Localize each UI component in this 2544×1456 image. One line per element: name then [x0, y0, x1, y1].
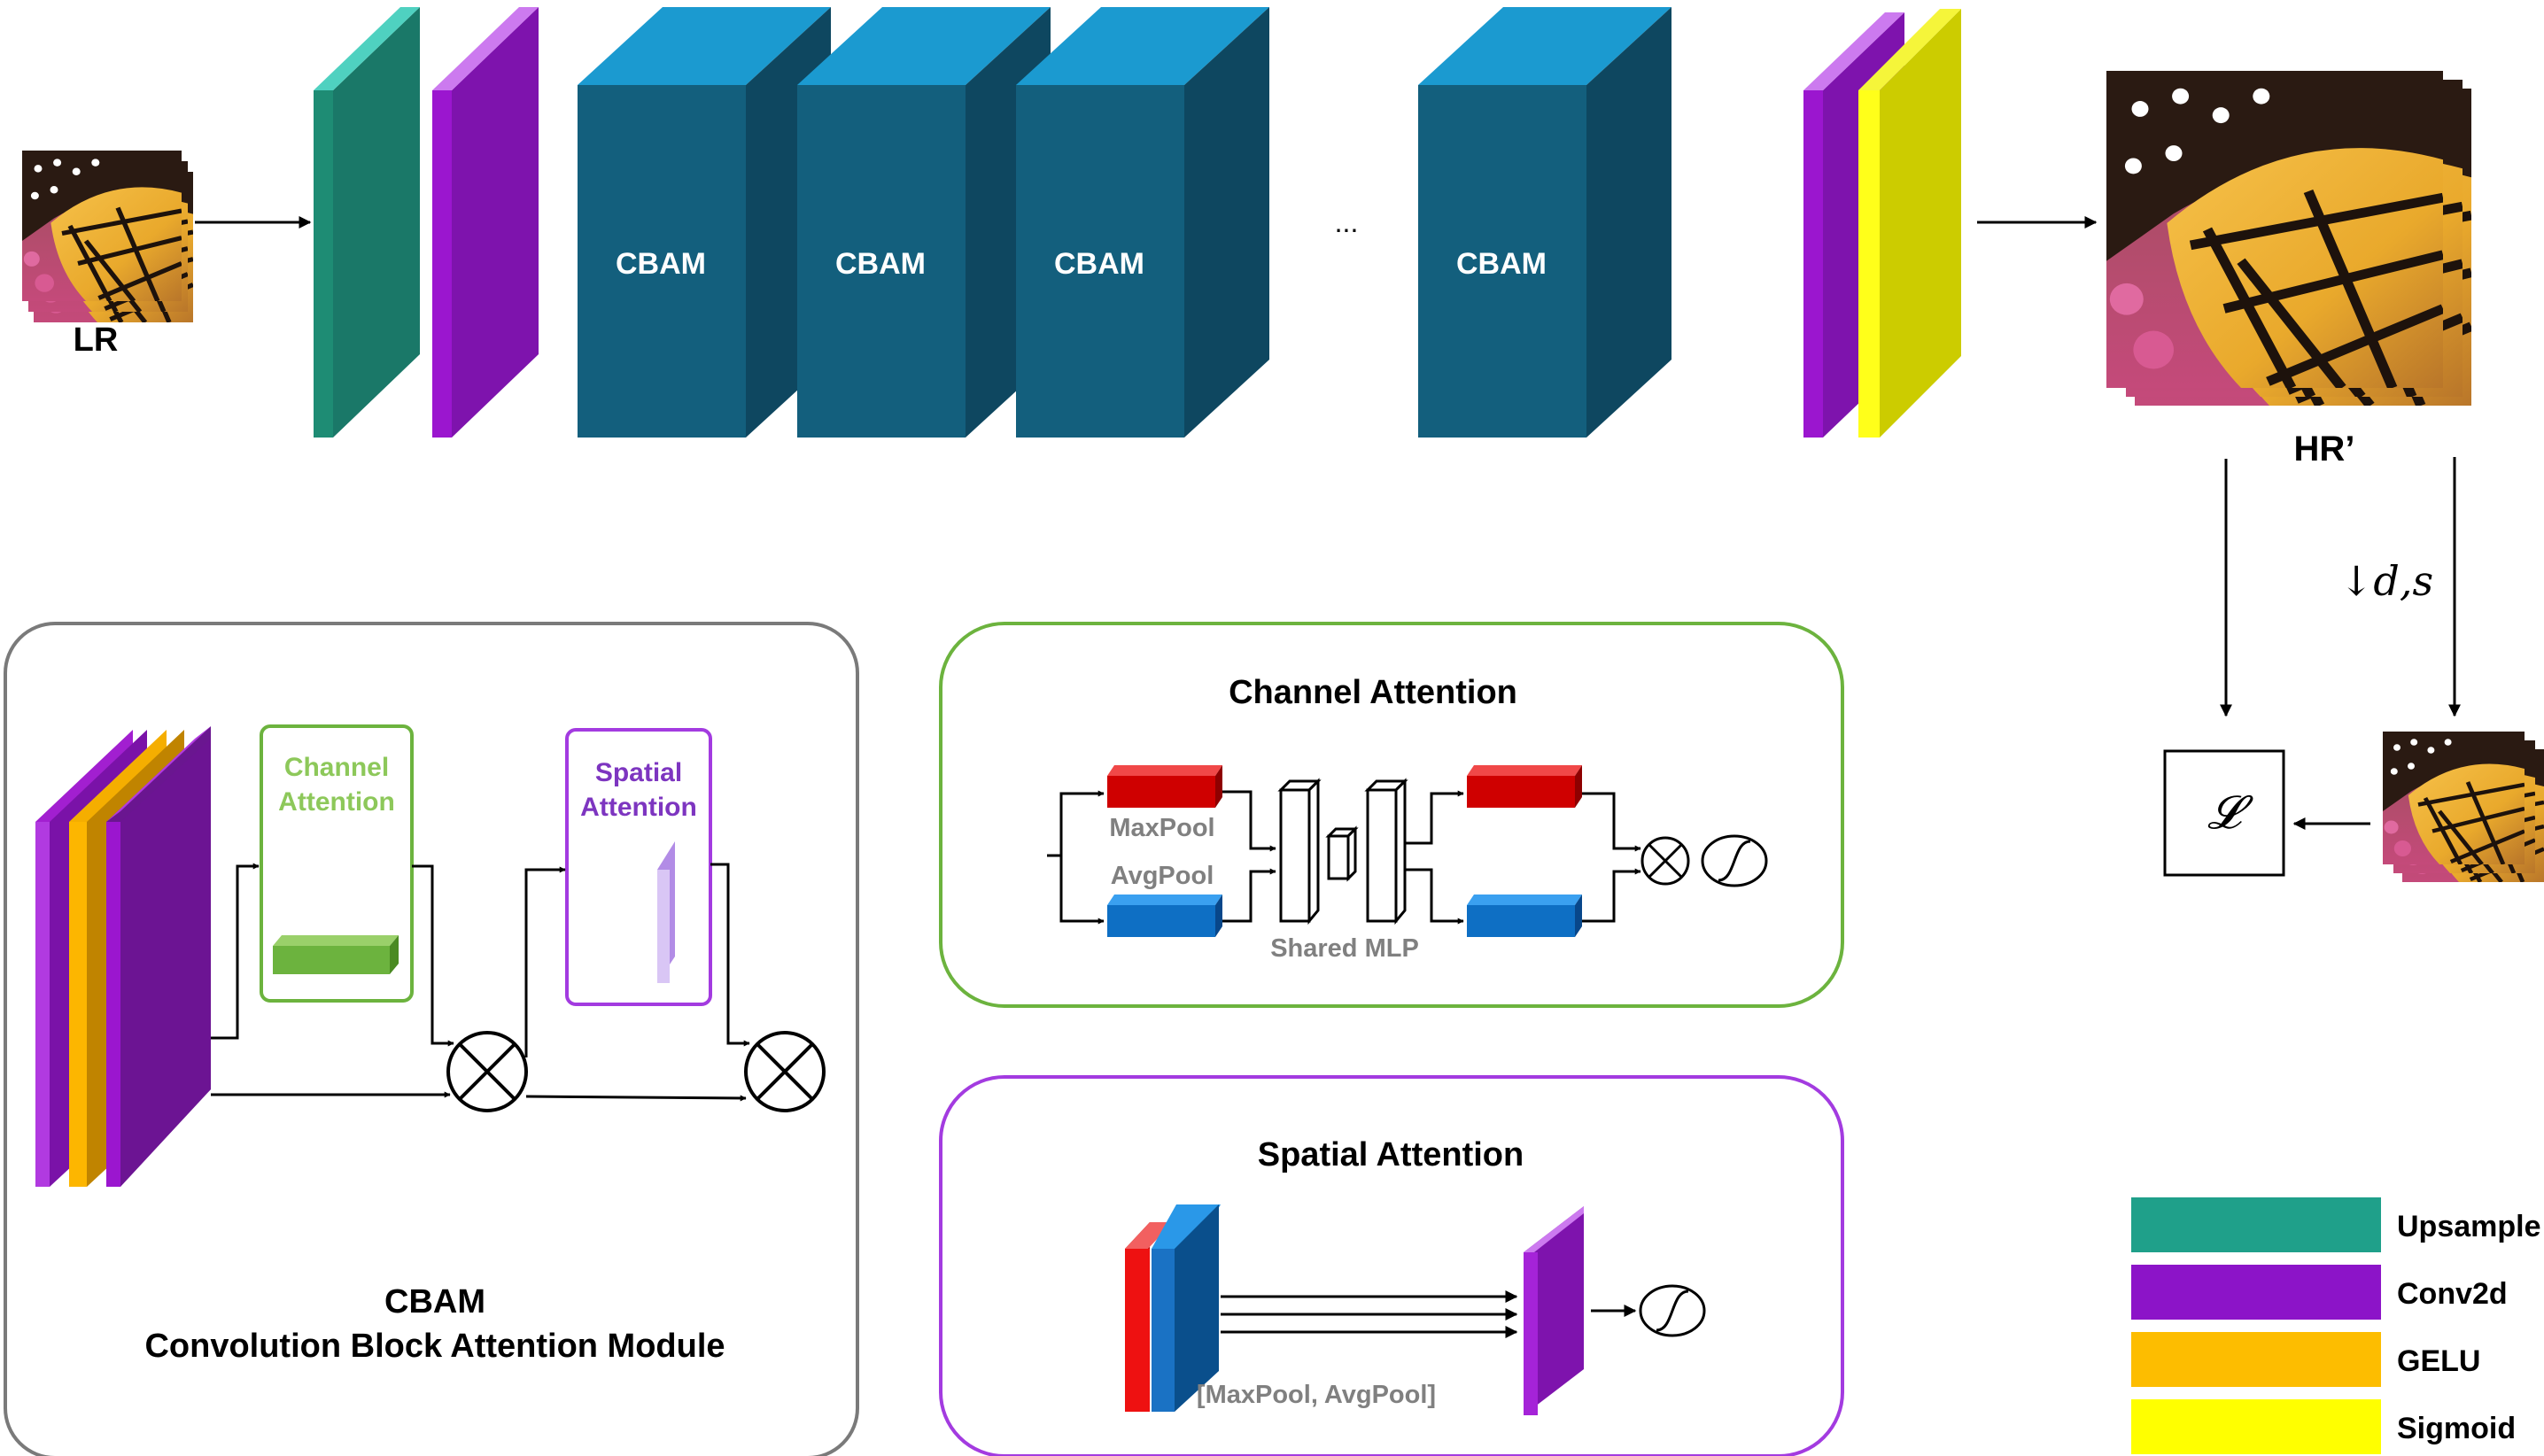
shared-mlp — [1277, 778, 1408, 925]
cbam-channel-attention-box — [260, 724, 414, 1003]
spatial-attention-title: Spatial Attention — [1258, 1136, 1524, 1173]
avgpool-label: AvgPool — [1111, 862, 1214, 890]
legend-swatch-conv2d — [2131, 1265, 2381, 1320]
lr-label: LR — [74, 321, 119, 359]
maxpool-mlp-output — [1467, 765, 1582, 808]
cbam-block-2 — [797, 7, 1051, 438]
concat-label: [MaxPool, AvgPool] — [1197, 1381, 1436, 1409]
arrow-mult1-to-mult2 — [525, 1095, 747, 1102]
spatial-attention-map — [657, 841, 675, 983]
channel-combine-icon — [1648, 843, 1683, 879]
arrow-spatial-to-mult2 — [710, 863, 750, 1047]
arrow-channel-to-mult1 — [412, 864, 454, 1047]
cbam-spatial-box-line1: Spatial — [595, 758, 682, 787]
arrow-mlp-to-red — [1405, 790, 1464, 845]
cbam-block-3 — [1016, 7, 1269, 438]
legend: Upsample Conv2d GELU Sigmoid — [2131, 1197, 2541, 1454]
cbam-subtitle: Convolution Block Attention Module — [144, 1328, 725, 1365]
arrow-mult1-to-spatial — [524, 866, 566, 1057]
spatial-pooled-maps — [1125, 1204, 1221, 1412]
cbam-block-4 — [1418, 7, 1671, 438]
legend-swatch-gelu — [2131, 1332, 2381, 1387]
shared-mlp-label: Shared MLP — [1270, 934, 1419, 963]
cbam-input-layers — [35, 726, 211, 1187]
upsample-layer — [314, 7, 420, 438]
spatial-sigmoid-icon — [1656, 1289, 1689, 1332]
channel-sigmoid-icon — [1718, 840, 1751, 882]
legend-label-gelu: GELU — [2397, 1344, 2480, 1378]
arrow-avgpool-to-mlp — [1222, 868, 1276, 923]
arrow-input-to-maxpool — [1047, 790, 1105, 857]
cbam-block-4-label: CBAM — [1456, 247, 1547, 281]
multiply-icon-1 — [458, 1042, 516, 1101]
downsample-label: ↓d,s — [2339, 557, 2433, 605]
downsampled-image-stack — [2383, 732, 2544, 882]
arrow-red-to-sum — [1582, 792, 1641, 852]
maxpool-label: MaxPool — [1109, 814, 1214, 842]
lr-image-stack — [22, 151, 193, 322]
arrow-mlp-to-blue — [1405, 868, 1464, 925]
cbam-block-1-label: CBAM — [616, 247, 706, 281]
legend-label-sigmoid: Sigmoid — [2397, 1412, 2516, 1445]
cbam-block-3-label: CBAM — [1054, 247, 1144, 281]
legend-swatch-upsample — [2131, 1197, 2381, 1252]
conv2d-layer-1 — [432, 7, 539, 438]
cbam-title: CBAM — [384, 1283, 485, 1320]
channel-attention-vector — [273, 935, 399, 974]
sigmoid-layer — [1858, 9, 1961, 438]
cbam-spatial-box-line2: Attention — [580, 793, 697, 822]
legend-swatch-sigmoid — [2131, 1399, 2381, 1454]
arrow-input-to-channel — [211, 863, 260, 1040]
hr-label: HR’ — [2294, 430, 2355, 469]
legend-label-upsample: Upsample — [2397, 1210, 2541, 1243]
multiply-icon-2 — [756, 1042, 814, 1101]
channel-attention-title: Channel Attention — [1229, 674, 1517, 711]
avgpool-vector — [1107, 895, 1222, 937]
maxpool-vector — [1107, 765, 1222, 808]
cbam-block-2-label: CBAM — [835, 247, 926, 281]
cbam-channel-box-line2: Attention — [278, 787, 395, 817]
cbam-channel-box-line1: Channel — [284, 753, 389, 782]
loss-box — [2163, 749, 2285, 877]
arrow-input-to-avgpool — [1059, 856, 1105, 925]
legend-label-conv2d: Conv2d — [2397, 1277, 2508, 1311]
ellipsis: ... — [1335, 206, 1359, 238]
arrow-blue-to-sum — [1582, 868, 1641, 923]
hr-image-stack — [2106, 71, 2471, 406]
avgpool-mlp-output — [1467, 895, 1582, 937]
cbam-block-1 — [578, 7, 831, 438]
arrow-maxpool-to-mlp — [1222, 790, 1276, 852]
spatial-conv-layer — [1524, 1206, 1584, 1415]
